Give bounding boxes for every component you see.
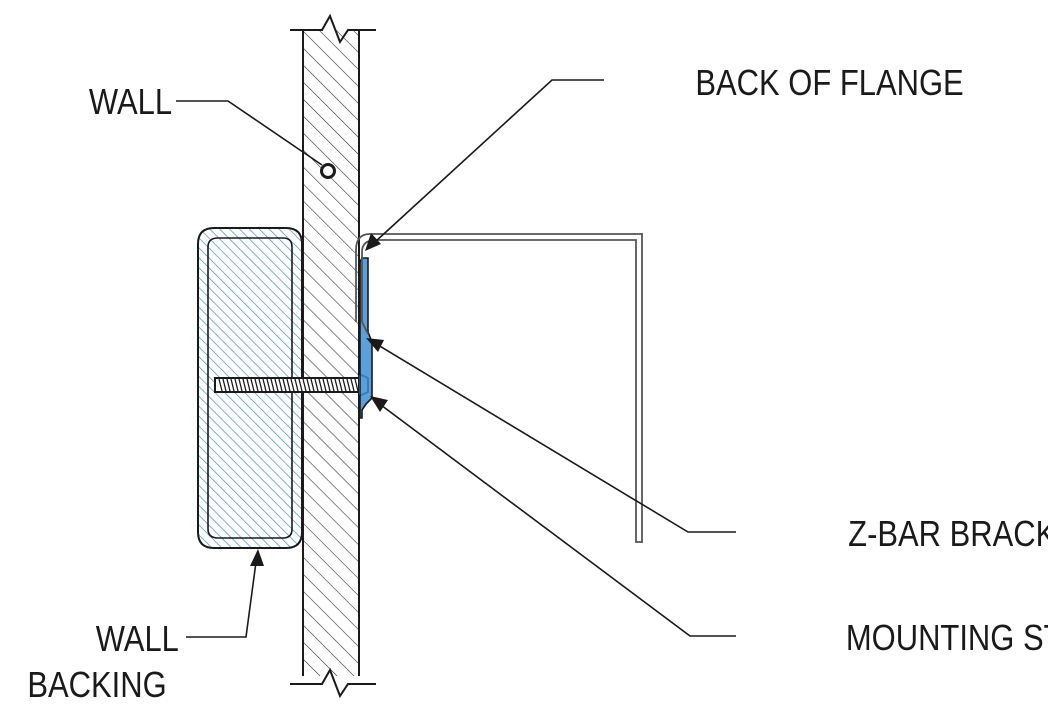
stud-thread-line	[326, 378, 331, 392]
flange-housing	[355, 233, 643, 543]
label-mounting-stud: MOUNTING STUD	[846, 619, 1048, 659]
stud-thread-line	[270, 378, 275, 392]
stud-thread-line	[226, 378, 231, 392]
stud-thread-line	[318, 378, 323, 392]
stud-thread-line	[238, 378, 243, 392]
stud-thread-line	[342, 378, 347, 392]
stud-thread-line	[242, 378, 247, 392]
stud-thread-line	[322, 378, 327, 392]
stud-thread-line	[306, 378, 311, 392]
stud-thread-line	[274, 378, 279, 392]
stud-thread-line	[222, 378, 227, 392]
bottom-break-line	[290, 667, 376, 699]
stud-thread-line	[218, 378, 223, 392]
wall-marker-circle	[320, 163, 336, 179]
stud-thread-line	[302, 378, 307, 392]
stud-thread-line	[258, 378, 263, 392]
stud-thread-line	[310, 378, 315, 392]
stud-thread-line	[294, 378, 299, 392]
stud-thread-line	[334, 378, 339, 392]
stud-thread-line	[282, 378, 287, 392]
leader-lines	[176, 79, 736, 638]
stud-thread-line	[286, 378, 291, 392]
stud-thread-line	[298, 378, 303, 392]
arrow-back-of-flange	[365, 233, 381, 251]
stud-thread-line	[290, 378, 295, 392]
label-back-of-flange: BACK OF FLANGE	[695, 64, 963, 104]
stud-thread-line	[338, 378, 343, 392]
arrow-wall-backing	[250, 549, 264, 566]
stud-thread-line	[346, 378, 351, 392]
label-wall-backing-line1: WALL	[96, 620, 179, 660]
stud-thread-line	[266, 378, 271, 392]
leader-arrowheads	[250, 233, 388, 566]
arrow-mounting-stud	[370, 396, 388, 412]
stud-thread-line	[314, 378, 319, 392]
mounting-stud	[214, 373, 369, 397]
label-z-bar-bracket: Z-BAR BRACKET	[848, 515, 1048, 555]
stud-thread-line	[350, 378, 355, 392]
wall-section	[290, 13, 376, 699]
stud-thread-line	[354, 378, 359, 392]
stud-thread-line	[246, 378, 251, 392]
stud-thread-line	[250, 378, 255, 392]
stud-thread-line	[230, 378, 235, 392]
arrow-z-bar-bracket	[366, 338, 384, 352]
stud-thread-line	[254, 378, 259, 392]
label-wall-backing-line2: BACKING	[27, 666, 166, 704]
label-wall: WALL	[89, 83, 172, 123]
stud-thread-line	[234, 378, 239, 392]
stud-thread-line	[330, 378, 335, 392]
stud-thread-line	[262, 378, 267, 392]
top-break-line	[290, 13, 376, 45]
stud-thread-line	[278, 378, 283, 392]
